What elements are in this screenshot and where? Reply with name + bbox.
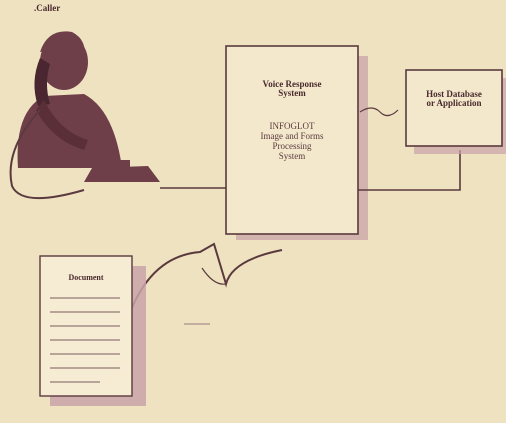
host-line2: or Application — [406, 99, 502, 108]
caller-label: .Caller — [34, 4, 74, 13]
vrs-to-host-line — [358, 150, 460, 190]
vrs-title: Voice Response System — [228, 80, 356, 99]
scan-balloon — [128, 244, 282, 318]
document-label: Document — [40, 274, 132, 282]
vrs-subtitle: INFOGLOT Image and Forms Processing Syst… — [228, 122, 356, 162]
host-label: Host Database or Application — [406, 90, 502, 109]
caller-figure — [18, 31, 122, 168]
host-database-box — [406, 70, 506, 154]
vrs-sub-line4: System — [228, 152, 356, 162]
vrs-title-line2: System — [228, 89, 356, 98]
